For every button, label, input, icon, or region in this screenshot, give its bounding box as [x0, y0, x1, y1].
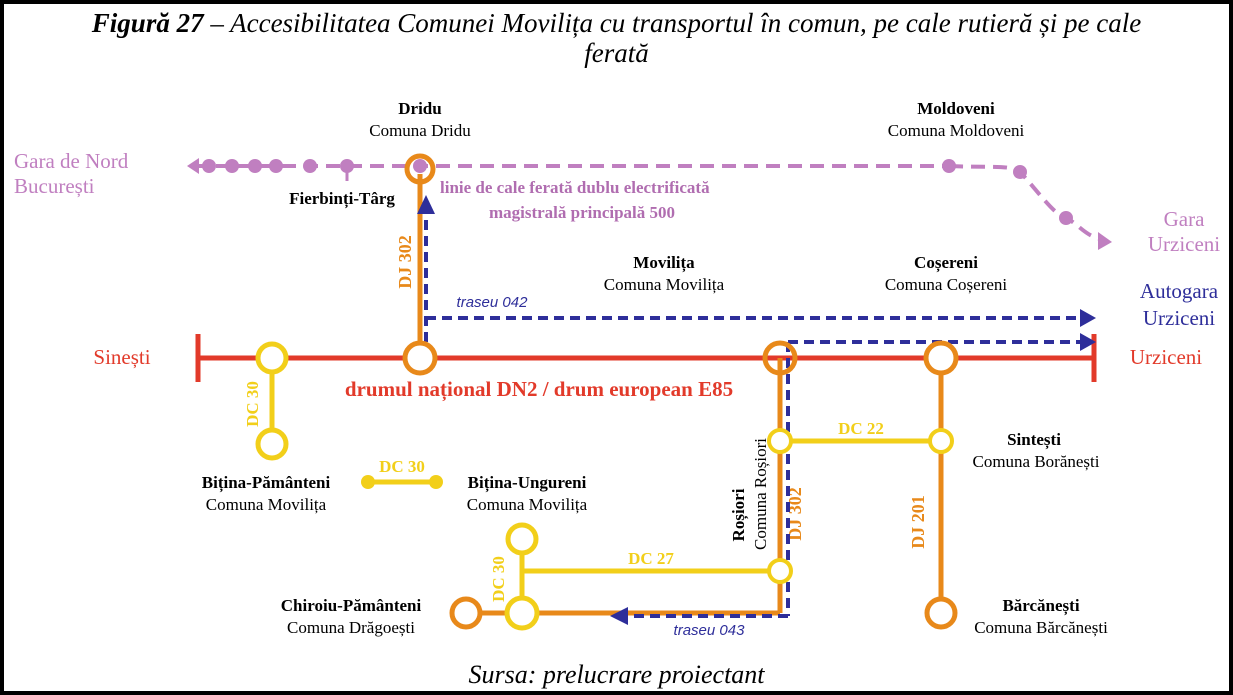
railway-stop	[248, 159, 262, 173]
route-043-label: traseu 043	[674, 622, 746, 639]
node-dc30-end	[505, 522, 539, 556]
place-dridu-sub: Comuna Dridu	[369, 121, 471, 140]
dc30-bitina-label: DC 30	[379, 457, 425, 476]
node-bitina-pamanteni	[255, 427, 289, 461]
railway-line	[187, 158, 1112, 250]
figure-number: Figură 27	[91, 8, 204, 38]
node-rosiori	[767, 428, 793, 454]
railway-stop	[1059, 211, 1073, 225]
node-dn2-dj302-north	[402, 340, 438, 376]
national-road-label: drumul național DN2 / drum european E85	[345, 377, 733, 402]
station-gara-de-nord-line2: București	[14, 174, 95, 198]
station-gara-urziceni-line2: Urziceni	[1148, 232, 1220, 256]
node-dc30-junction	[504, 595, 540, 631]
place-movilita-sub: Comuna Movilița	[604, 275, 725, 294]
dj201-label: DJ 201	[908, 495, 928, 549]
place-barcanesti-name: Bărcănești	[1002, 596, 1079, 616]
place-moldoveni-sub: Comuna Moldoveni	[888, 121, 1025, 140]
route-arrow-icon	[1080, 309, 1096, 327]
route-042-label: traseu 042	[457, 294, 529, 311]
place-cosereni-sub: Comuna Coșereni	[885, 275, 1008, 294]
place-chiroiu-sub: Comuna Drăgoești	[287, 618, 415, 637]
road-node	[429, 475, 443, 489]
dc30-south-label: DC 30	[489, 556, 508, 602]
bus-terminal-line2: Urziceni	[1143, 306, 1215, 330]
railway-label-line2: magistrală principală 500	[489, 203, 675, 222]
place-bitina-pamanteni-sub: Comuna Movilița	[206, 495, 327, 514]
bus-route-042	[417, 195, 1096, 358]
place-bitina-ungureni-sub: Comuna Movilița	[467, 495, 588, 514]
road-node	[361, 475, 375, 489]
railway-stop	[1013, 165, 1027, 179]
railway-stop-dridu	[413, 159, 427, 173]
railway-arrow-east-icon	[1098, 232, 1112, 250]
figure-title: Figură 27 – Accesibilitatea Comunei Movi…	[4, 8, 1229, 68]
station-gara-de-nord-line1: Gara de Nord	[14, 149, 129, 173]
place-rosiori-sub: Comuna Roșiori	[751, 438, 770, 550]
station-gara-urziceni-line1: Gara	[1164, 207, 1205, 231]
railway-stop	[202, 159, 216, 173]
figure-title-text: – Accesibilitatea Comunei Movilița cu tr…	[203, 8, 1142, 38]
place-dridu-name: Dridu	[398, 99, 441, 118]
node-dc27-dj302	[767, 558, 793, 584]
node-sintesti	[928, 428, 954, 454]
figure-title-line2: ferată	[584, 38, 649, 68]
dc30-west-label: DC 30	[243, 381, 262, 427]
dc27-label: DC 27	[628, 549, 674, 568]
place-chiroiu-name: Chiroiu-Pământeni	[281, 596, 422, 615]
place-moldoveni-name: Moldoveni	[917, 99, 995, 118]
road-end-sinesti: Sinești	[93, 345, 150, 369]
figure-source: Sursa: prelucrare proiectant	[468, 660, 765, 689]
transport-diagram: Gara de Nord București Gara Urziceni lin…	[14, 99, 1220, 639]
node-chiroiu-pamanteni	[449, 596, 483, 630]
route-arrow-icon	[1080, 333, 1096, 351]
railway-stop	[225, 159, 239, 173]
railway-stop	[303, 159, 317, 173]
node-barcanesti	[924, 596, 958, 630]
place-bitina-ungureni-name: Bițina-Ungureni	[468, 473, 587, 493]
dc22-label: DC 22	[838, 419, 884, 438]
place-cosereni-name: Coșereni	[914, 253, 978, 273]
place-sintesti-name: Sintești	[1007, 430, 1061, 450]
route-arrow-icon	[610, 607, 628, 625]
place-rosiori-name: Roșiori	[729, 488, 749, 541]
node-cosereni-junction	[762, 340, 798, 376]
node-dridu	[404, 153, 436, 185]
railway-arrow-west-icon	[187, 158, 199, 174]
node-dn2-dc30	[255, 341, 289, 375]
bus-terminal-line1: Autogara	[1140, 279, 1219, 303]
railway-stop-moldoveni	[942, 159, 956, 173]
station-fierbinti-targ: Fierbinți-Târg	[289, 189, 395, 209]
dj302-north-label: DJ 302	[395, 235, 415, 289]
railway-label-line1: linie de cale ferată dublu electrificată	[440, 178, 710, 197]
place-bitina-pamanteni-name: Bițina-Pământeni	[202, 473, 331, 493]
node-dn2-dj201	[923, 340, 959, 376]
national-road-dn2	[195, 334, 1097, 382]
place-sintesti-sub: Comuna Borănești	[972, 452, 1099, 471]
route-arrow-icon	[417, 195, 435, 214]
place-movilita-name: Movilița	[633, 253, 695, 273]
place-barcanesti-sub: Comuna Bărcănești	[974, 618, 1108, 637]
railway-stop	[269, 159, 283, 173]
road-end-urziceni: Urziceni	[1130, 345, 1202, 369]
